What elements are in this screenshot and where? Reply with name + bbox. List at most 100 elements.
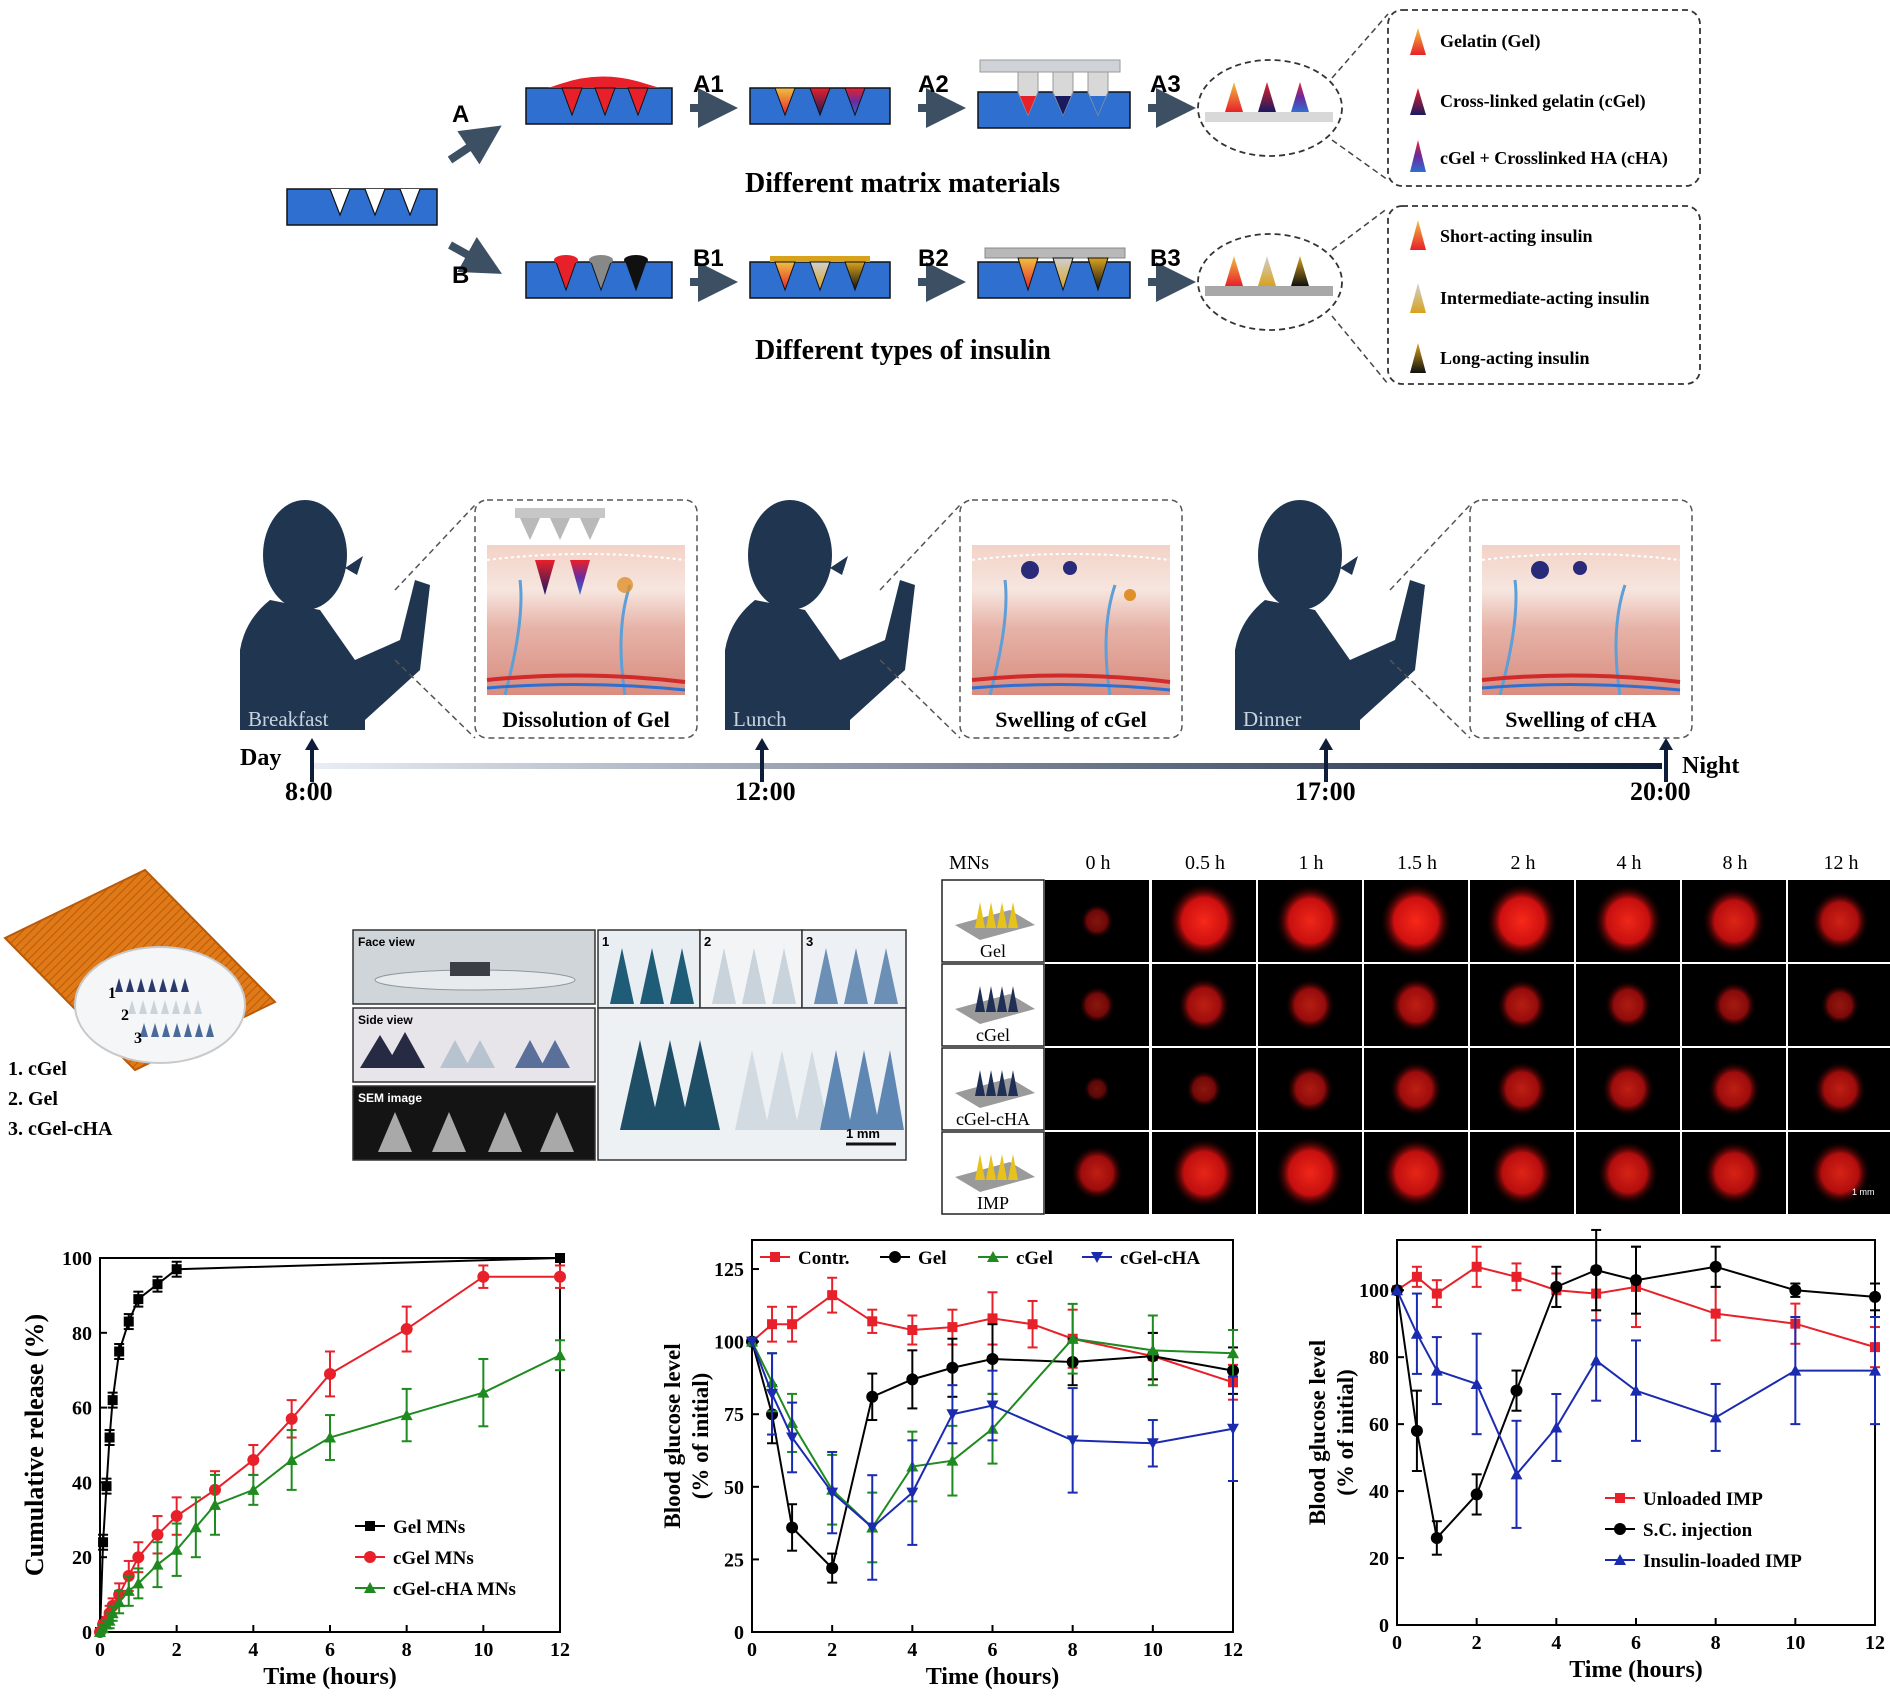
inset-caption: Swelling of cHA [1505, 707, 1657, 732]
fluor-spot [1707, 1061, 1761, 1117]
x-tick-label: 8 [1068, 1639, 1078, 1661]
fluor-spot [1495, 1061, 1549, 1117]
mn-needle-icon [1008, 986, 1018, 1012]
legend-label: Gel MNs [393, 1517, 465, 1538]
fluor-row-label: Gel [980, 941, 1006, 961]
data-point [113, 1596, 126, 1608]
data-point [189, 1521, 202, 1533]
mn-array-photo: 1 mm [597, 1007, 907, 1161]
patch-needle [172, 1000, 180, 1014]
patch-legend-3: 3. cGel-cHA [8, 1118, 113, 1140]
time-marker-2 [755, 738, 769, 782]
series-cgel-cha [746, 1336, 1239, 1581]
y-tick-label: 100 [714, 1332, 744, 1354]
mn-needle-icon [997, 1154, 1007, 1180]
legend-label: Insulin-loaded IMP [1643, 1551, 1802, 1572]
data-point [1227, 1347, 1239, 1359]
legend-b-item-3: Long-acting insulin [1440, 348, 1590, 368]
fluor-row-label: cGel [976, 1025, 1010, 1045]
fluor-spot [1809, 1140, 1871, 1206]
data-point [1614, 1523, 1626, 1535]
zoom-line-a-top [1331, 13, 1389, 79]
data-point [1789, 1364, 1802, 1376]
data-point [786, 1432, 799, 1444]
tile-2: 2 [699, 929, 803, 1009]
y-tick-label: 0 [1379, 1615, 1389, 1637]
legend-cha-icon [1410, 140, 1426, 172]
fluor-row-label: cGel-cHA [956, 1109, 1030, 1129]
legend-label: Contr. [798, 1248, 850, 1269]
data-point [285, 1412, 298, 1425]
data-point [1410, 1327, 1423, 1339]
fluor-row: cGel [941, 963, 1890, 1047]
zoom-line [1389, 659, 1471, 739]
data-point [209, 1498, 221, 1510]
mn-needle-icon [975, 1154, 985, 1180]
inset-caption: Swelling of cGel [995, 707, 1147, 732]
branch-arrow-b [448, 236, 502, 274]
night-label: Night [1682, 753, 1739, 779]
route-a-mold-3 [977, 59, 1131, 129]
patch-needle [139, 1000, 147, 1014]
patch-illustration: 1 2 3 1. cGel 2. Gel 3. cGel-cHA [3, 868, 277, 1140]
data-point [285, 1453, 298, 1465]
patch-needle [115, 978, 123, 992]
route-b-mold-2 [749, 256, 891, 299]
fluor-time-header: 0.5 h [1185, 852, 1225, 874]
tile-3-label: 3 [806, 934, 813, 949]
data-point [1789, 1284, 1802, 1297]
time-label-2: 12:00 [735, 777, 796, 806]
zoom-line [879, 659, 961, 739]
patch-needle [151, 1023, 159, 1037]
y-tick-label: 40 [1369, 1481, 1389, 1503]
x-tick-label: 0 [1392, 1632, 1402, 1654]
legend-label: cGel [1016, 1248, 1053, 1269]
branch-arrow-a [447, 125, 502, 165]
patch-needle [148, 978, 156, 992]
fluor-spot [1813, 1061, 1867, 1117]
legend-gel-icon [1410, 28, 1426, 55]
x-tick-label: 12 [1223, 1639, 1243, 1661]
data-point [946, 1409, 959, 1421]
data-point [1510, 1468, 1523, 1480]
time-marker-1 [305, 738, 319, 782]
data-point [170, 1543, 183, 1555]
x-tick-label: 6 [325, 1639, 335, 1661]
fluor-spot [1601, 1061, 1655, 1117]
time-marker-4 [1659, 738, 1673, 782]
mn-needle-icon [986, 902, 996, 928]
data-point [767, 1319, 778, 1330]
data-point [1430, 1364, 1443, 1376]
data-point [1471, 1261, 1482, 1272]
patch-needle [137, 978, 145, 992]
legend-box-a: Gelatin (Gel) Cross-linked gelatin (cGel… [1387, 9, 1701, 187]
data-point [766, 1388, 779, 1400]
route-b-patch [1197, 233, 1343, 331]
route-a-label: A [452, 101, 469, 128]
person-silhouette [1235, 500, 1425, 730]
data-point [1411, 1271, 1422, 1282]
data-point [122, 1584, 135, 1596]
step-label-a1: A1 [693, 71, 724, 98]
fluor-spot [1489, 1139, 1555, 1207]
data-point [987, 1313, 998, 1324]
legend-b-item-1: Short-acting insulin [1440, 226, 1593, 246]
data-point [1630, 1274, 1642, 1287]
fluor-spot [1185, 1070, 1223, 1108]
data-point [1146, 1344, 1159, 1356]
time-label-1: 8:00 [285, 777, 333, 806]
x-axis-label: Time (hours) [263, 1664, 397, 1690]
mn-needle-icon [1008, 1070, 1018, 1096]
inset-caption: Dissolution of Gel [502, 707, 669, 732]
x-tick-label: 10 [473, 1639, 493, 1661]
mn-photographs: Face view Side view SEM image 1 2 [352, 929, 907, 1161]
person-silhouette [725, 500, 915, 730]
x-tick-label: 12 [1865, 1632, 1885, 1654]
fluor-spot [1167, 882, 1241, 960]
